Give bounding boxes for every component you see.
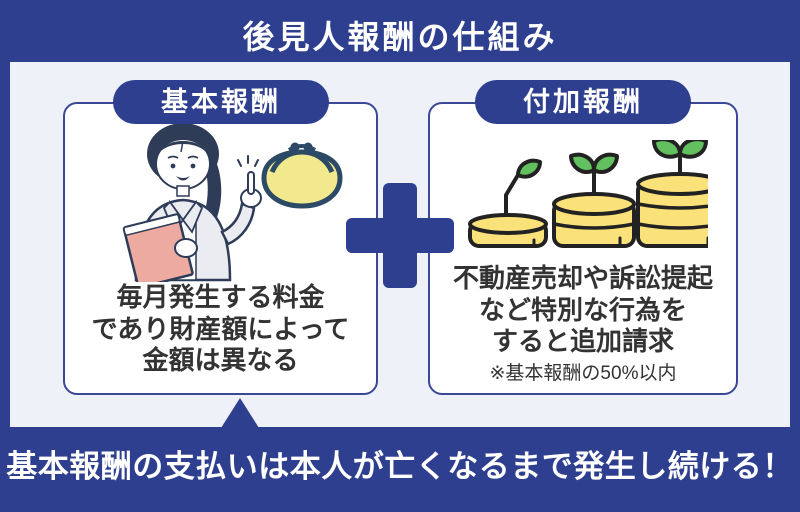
callout-triangle bbox=[221, 398, 259, 428]
basic-fee-badge: 基本報酬 bbox=[113, 80, 329, 124]
plus-icon bbox=[346, 183, 454, 288]
basic-line-2: であり財産額によって bbox=[91, 313, 350, 344]
additional-line-2: など特別な行為を bbox=[478, 294, 687, 325]
woman-pointing-icon bbox=[122, 123, 262, 282]
basic-fee-description: 毎月発生する料金 であり財産額によって 金額は異なる bbox=[63, 282, 378, 377]
basic-line-1: 毎月発生する料金 bbox=[116, 282, 325, 312]
coin-purse-icon bbox=[261, 142, 343, 209]
footer-message: 基本報酬の支払いは本人が亡くなるまで発生し続ける！ bbox=[6, 449, 794, 484]
basic-line-3: 金額は異なる bbox=[142, 345, 299, 376]
plus-vertical-bar bbox=[383, 183, 417, 288]
additional-line-3: すると追加請求 bbox=[491, 326, 674, 357]
additional-line-1: 不動産売却や訴訟提起 bbox=[452, 263, 713, 293]
additional-fee-badge: 付加報酬 bbox=[475, 80, 691, 124]
footer-banner: 基本報酬の支払いは本人が亡くなるまで発生し続ける！ bbox=[0, 427, 800, 512]
page-title: 後見人報酬の仕組み bbox=[242, 19, 558, 55]
additional-fee-note: ※基本報酬の50%以内 bbox=[489, 363, 677, 384]
coin-stacks-icon bbox=[468, 140, 708, 248]
additional-fee-description: 不動産売却や訴訟提起 など特別な行為を すると追加請求 bbox=[428, 263, 738, 358]
